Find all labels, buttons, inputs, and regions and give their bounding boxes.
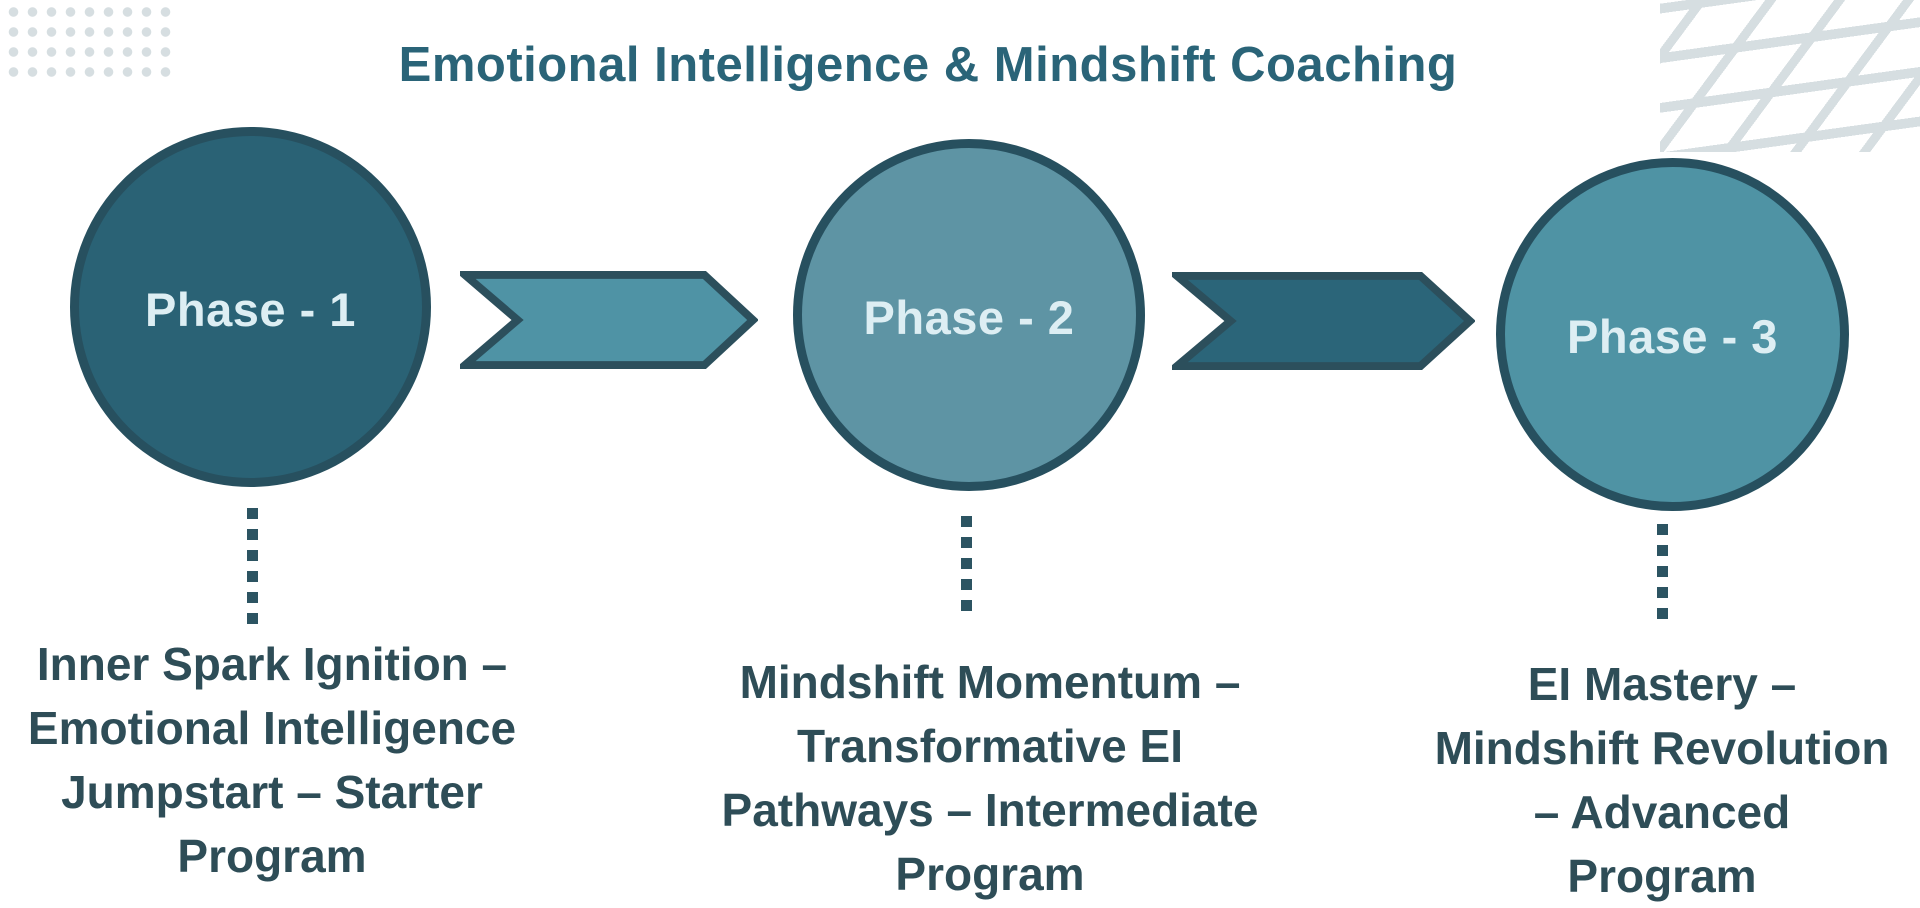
phase-2-dotted-connector-icon xyxy=(961,516,972,611)
phase-3-description: EI Mastery – Mindshift Revolution – Adva… xyxy=(1434,658,1890,902)
phase-1-dotted-connector-icon xyxy=(247,508,258,624)
phase-1-label: Phase - 1 xyxy=(145,282,356,336)
phase-1-circle: Phase - 1 xyxy=(70,127,431,487)
flow-arrow-2-icon xyxy=(1172,272,1475,370)
phase-3-label: Phase - 3 xyxy=(1567,310,1778,363)
phase-1-description: Inner Spark Ignition – Emotional Intelli… xyxy=(27,638,517,882)
phase-2-description: Mindshift Momentum – Transformative EI P… xyxy=(721,656,1259,900)
dot-grid-pattern-icon xyxy=(0,0,178,80)
phase-3-dotted-connector-icon xyxy=(1657,524,1668,619)
phase-2-label: Phase - 2 xyxy=(863,290,1075,344)
page-title: Emotional Intelligence & Mindshift Coach… xyxy=(398,37,1458,92)
phase-2-circle: Phase - 2 xyxy=(793,139,1145,491)
flow-arrow-1-icon xyxy=(460,271,758,369)
phase-3-circle: Phase - 3 xyxy=(1496,158,1849,511)
